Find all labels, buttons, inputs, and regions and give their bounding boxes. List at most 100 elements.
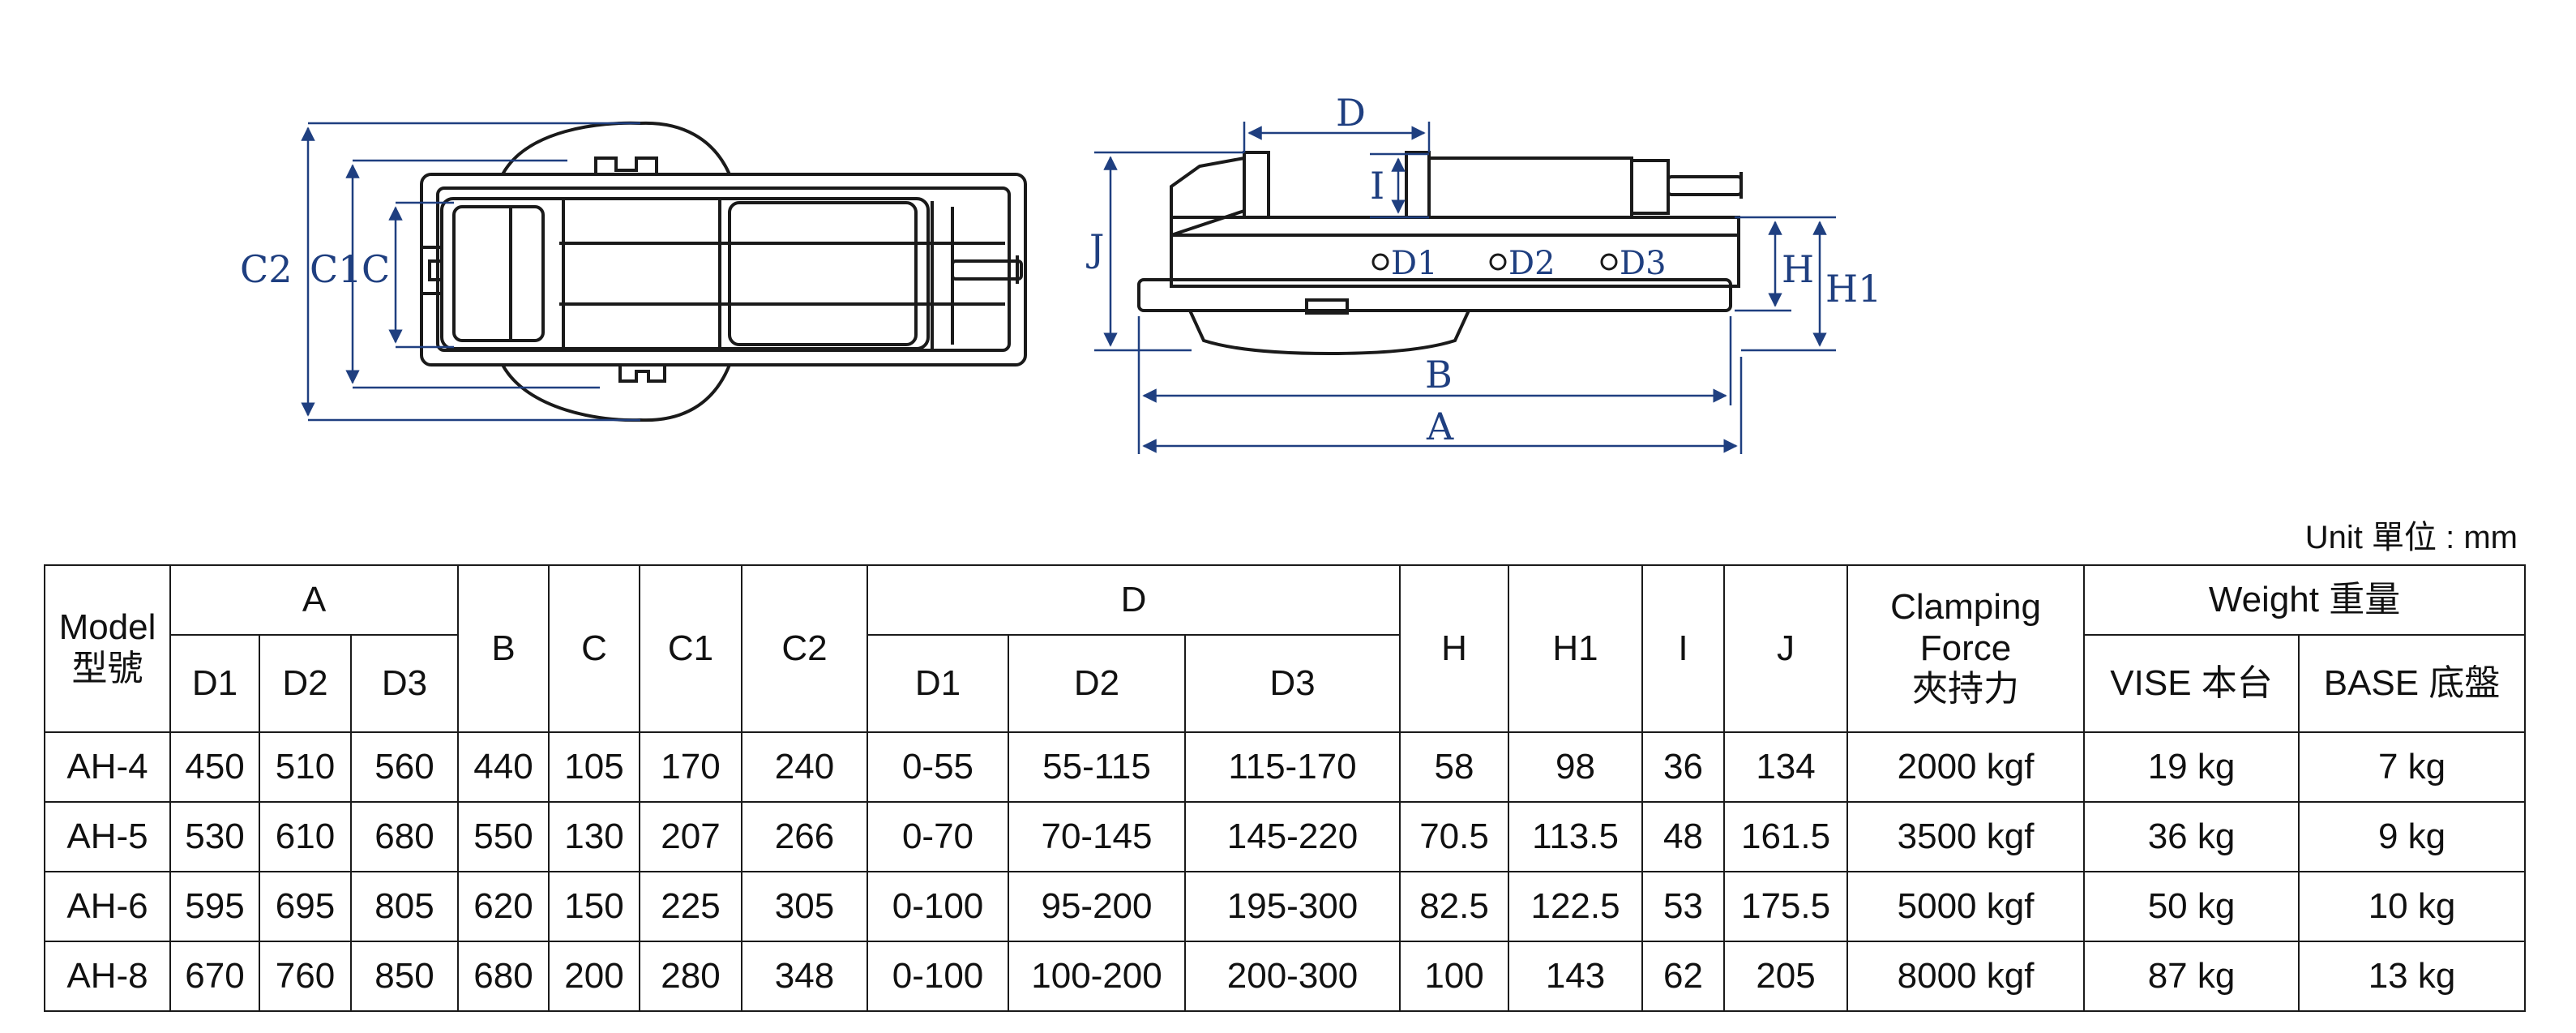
cell-model: AH-6: [44, 871, 171, 942]
side-view-holes: [1371, 253, 1618, 271]
cell-j: 175.5: [1723, 871, 1849, 942]
cell-c1: 170: [639, 731, 742, 803]
cell-a-d3: 680: [350, 801, 459, 872]
header-b: B: [457, 564, 550, 733]
cell-h1: 113.5: [1508, 801, 1644, 872]
header-model: Model 型號: [44, 564, 171, 733]
cell-c2: 305: [741, 871, 868, 942]
cell-b: 440: [457, 731, 550, 803]
header-d-d3: D3: [1183, 634, 1401, 733]
dim-label-j: J: [1086, 226, 1104, 270]
cell-i: 48: [1641, 801, 1726, 872]
header-c1: C1: [639, 564, 742, 733]
cell-vise: 50 kg: [2083, 871, 2300, 942]
cell-d-d1: 0-70: [867, 801, 1009, 872]
cell-h: 58: [1399, 731, 1510, 803]
cell-a-d3: 850: [350, 941, 459, 1012]
top-view-dimensions: [301, 122, 640, 422]
cell-base: 13 kg: [2298, 941, 2527, 1012]
cell-model: AH-5: [44, 801, 171, 872]
header-force-label: Force: [1919, 628, 2012, 668]
cell-c2: 240: [741, 731, 868, 803]
cell-force: 2000 kgf: [1846, 731, 2086, 803]
cell-a-d1: 595: [169, 871, 260, 942]
cell-d-d2: 70-145: [1008, 801, 1186, 872]
cell-h1: 122.5: [1508, 871, 1644, 942]
cell-i: 36: [1641, 731, 1726, 803]
cell-vise: 19 kg: [2083, 731, 2300, 803]
cell-model: AH-8: [44, 941, 171, 1012]
cell-j: 205: [1723, 941, 1849, 1012]
cell-vise: 36 kg: [2083, 801, 2300, 872]
cell-d-d2: 55-115: [1008, 731, 1186, 803]
cell-vise: 87 kg: [2083, 941, 2300, 1012]
header-a-d1: D1: [169, 634, 260, 733]
cell-h: 70.5: [1399, 801, 1510, 872]
header-base: BASE 底盤: [2298, 634, 2527, 733]
header-c: C: [548, 564, 640, 733]
cell-c1: 207: [639, 801, 742, 872]
cell-h1: 143: [1508, 941, 1644, 1012]
cell-j: 134: [1723, 731, 1849, 803]
dim-label-c1: C1: [310, 247, 362, 291]
cell-d-d1: 0-55: [867, 731, 1009, 803]
header-clamping-force: Clamping Force 夾持力: [1846, 564, 2086, 733]
cell-d-d3: 200-300: [1183, 941, 1401, 1012]
dim-label-b: B: [1425, 353, 1453, 396]
cell-a-d1: 530: [169, 801, 260, 872]
header-model-label: Model: [58, 607, 156, 648]
dim-label-c: C: [362, 247, 390, 291]
cell-b: 550: [457, 801, 550, 872]
cell-a-d3: 805: [350, 871, 459, 942]
cell-c2: 266: [741, 801, 868, 872]
dim-label-h1: H1: [1825, 267, 1881, 311]
dim-label-d2: D2: [1508, 245, 1555, 282]
header-clamping-label: Clamping: [1890, 587, 2041, 628]
dim-label-d1: D1: [1391, 245, 1438, 282]
cell-h1: 98: [1508, 731, 1644, 803]
cell-d-d1: 0-100: [867, 871, 1009, 942]
cell-d-d2: 95-200: [1008, 871, 1186, 942]
side-view-drawing: [1137, 151, 1743, 356]
top-view-drawing: [420, 121, 1027, 422]
cell-j: 161.5: [1723, 801, 1849, 872]
cell-h: 100: [1399, 941, 1510, 1012]
cell-model: AH-4: [44, 731, 171, 803]
cell-i: 53: [1641, 871, 1726, 942]
cell-a-d2: 695: [259, 871, 352, 942]
cell-c: 130: [548, 801, 640, 872]
header-a-d3: D3: [350, 634, 459, 733]
cell-base: 7 kg: [2298, 731, 2527, 803]
dim-label-d3: D3: [1620, 245, 1667, 282]
header-vise: VISE 本台: [2083, 634, 2300, 733]
header-model-zh: 型號: [71, 649, 143, 688]
dim-label-h: H: [1782, 247, 1814, 291]
header-h1: H1: [1508, 564, 1644, 733]
header-h: H: [1399, 564, 1510, 733]
cell-b: 680: [457, 941, 550, 1012]
side-view-dimensions: [1094, 122, 1836, 454]
cell-d-d2: 100-200: [1008, 941, 1186, 1012]
cell-a-d2: 760: [259, 941, 352, 1012]
cell-c: 150: [548, 871, 640, 942]
dim-label-d: D: [1336, 91, 1366, 135]
cell-base: 9 kg: [2298, 801, 2527, 872]
header-c2: C2: [741, 564, 868, 733]
header-d: D: [866, 564, 1401, 636]
header-row-1: Model 型號 A B C C1 C2 D H H1 I J Clamping…: [44, 564, 2527, 733]
cell-force: 8000 kgf: [1846, 941, 2086, 1012]
dim-label-i: I: [1370, 164, 1384, 208]
header-row-2: D1 D2 D3 D1 D2 D3 VISE 本台 BASE 底盤: [45, 634, 2527, 733]
cell-c2: 348: [741, 941, 868, 1012]
cell-b: 620: [457, 871, 550, 942]
cell-c: 105: [548, 731, 640, 803]
cell-force: 5000 kgf: [1846, 871, 2086, 942]
cell-a-d2: 610: [259, 801, 352, 872]
cell-a-d1: 670: [169, 941, 260, 1012]
cell-c1: 280: [639, 941, 742, 1012]
header-j: J: [1723, 564, 1849, 733]
